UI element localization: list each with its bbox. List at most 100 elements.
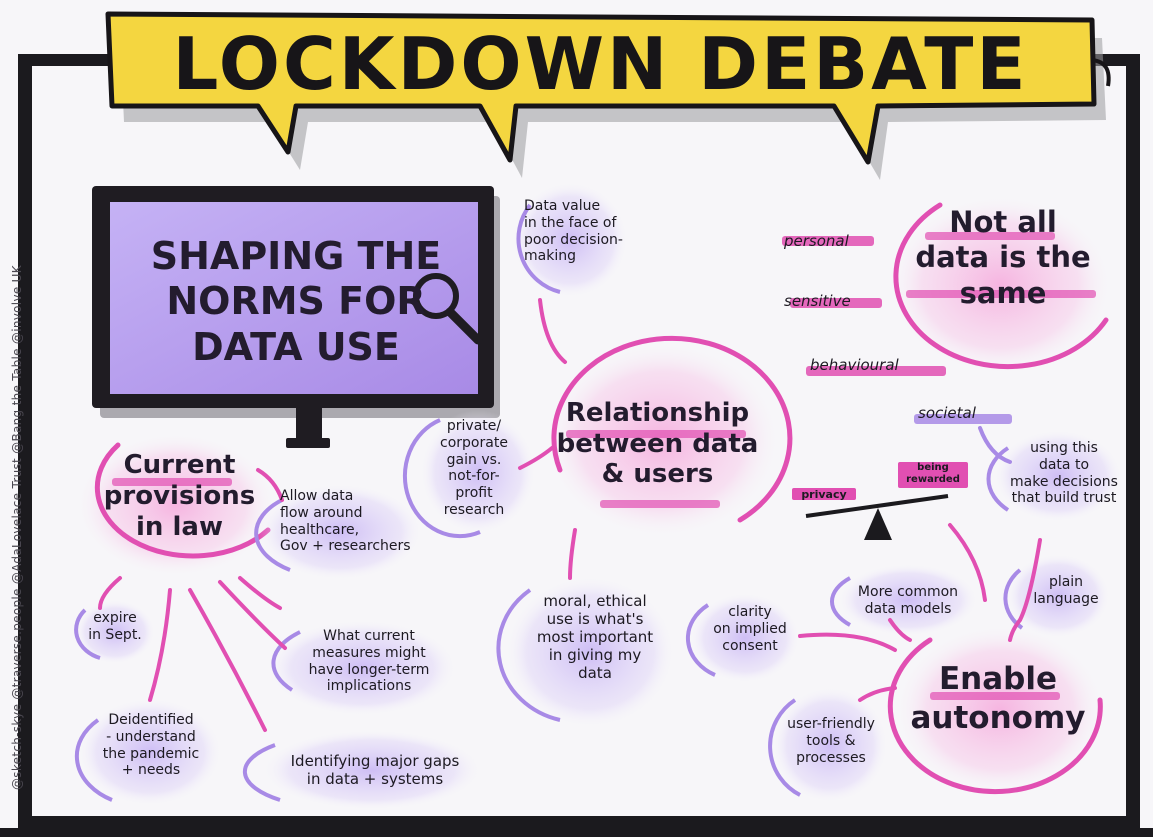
note-line: profit (455, 485, 493, 502)
note-major-gaps: Identifying major gaps in data + systems (270, 752, 480, 788)
note-line: in the face of (524, 214, 617, 231)
relationship-line: Relationship (565, 398, 750, 428)
note-line: on implied (713, 620, 787, 637)
screen-line: NORMS FOR (166, 279, 426, 324)
note-line: What current (323, 628, 415, 644)
note-line: processes (796, 749, 866, 766)
note-moral-ethical: moral, ethical use is what's most import… (530, 592, 660, 682)
note-private-vs-research: private/ corporate gain vs. not-for- pro… (426, 418, 522, 519)
enable-line: autonomy (910, 699, 1086, 736)
screen-line: DATA USE (192, 324, 400, 369)
note-line: + needs (121, 762, 181, 779)
not-all-data-line: same (959, 275, 1047, 310)
label-highlights (782, 236, 1012, 500)
relationship-circle (544, 335, 793, 538)
not-all-data-line: data is the (915, 240, 1091, 275)
note-data-value: Data value in the face of poor decision-… (524, 198, 624, 265)
label-sensitive: sensitive (784, 292, 851, 310)
note-line: user-friendly (787, 716, 875, 732)
note-line: research (443, 501, 505, 518)
not-all-data-line: Not all (949, 205, 1057, 239)
note-line: tools & (806, 732, 856, 749)
note-line: gain vs. (446, 451, 502, 468)
provisions-circle (76, 433, 276, 577)
label-societal: societal (918, 404, 976, 422)
note-line: Allow data (280, 488, 354, 504)
relationship-line: between data (556, 428, 759, 459)
note-line: measures might (312, 644, 426, 661)
note-line: have longer-term (308, 661, 430, 678)
magnifying-glass-icon (413, 273, 483, 345)
enable-line: Enable (938, 661, 1057, 697)
note-line: Gov + researchers (280, 538, 411, 555)
note-common-models: More common data models (848, 584, 968, 618)
note-deidentified: Deidentified - understand the pandemic +… (92, 712, 210, 779)
note-line: not-for- (448, 468, 500, 485)
note-clarity-consent: clarity on implied consent (702, 604, 798, 654)
note-line: make decisions (1010, 473, 1118, 490)
note-current-measures: What current measures might have longer-… (284, 628, 454, 695)
balance-scale-icon (805, 494, 949, 540)
note-line: moral, ethical (543, 592, 647, 610)
note-plain-language: plain language (1018, 574, 1114, 608)
balance-left-label: privacy (801, 488, 847, 501)
note-line: private/ (446, 418, 502, 434)
note-line: More common (857, 584, 959, 600)
note-line: poor decision- (524, 231, 623, 248)
note-line: the pandemic (102, 745, 200, 762)
note-line: in giving my (548, 646, 642, 664)
note-line: implications (326, 678, 412, 695)
screen-line: SHAPING THE (150, 233, 442, 278)
note-allow-data-flow: Allow data flow around healthcare, Gov +… (280, 488, 411, 555)
enable-autonomy-title: Enable autonomy (908, 660, 1088, 738)
provisions-line: Current (123, 450, 236, 480)
note-line: in Sept. (88, 626, 142, 643)
note-line: data models (864, 600, 952, 617)
purple-connector-lines (978, 426, 1012, 464)
provisions-title: Current provisions in law (92, 450, 267, 544)
note-line: consent (722, 637, 778, 654)
note-line: language (1033, 590, 1099, 607)
page-title: LOCKDOWN DEBATE (172, 22, 1029, 106)
provisions-line: provisions (103, 481, 256, 512)
note-line: making (524, 248, 576, 265)
note-user-friendly: user-friendly tools & processes (780, 716, 882, 766)
note-line: - understand (106, 728, 196, 745)
note-bubbles (74, 182, 1122, 810)
label-behavioural: behavioural (810, 356, 899, 374)
note-line: use is what's (546, 610, 644, 628)
note-expire: expire in Sept. (82, 610, 148, 644)
note-line: healthcare, (280, 521, 360, 538)
note-line: plain (1048, 574, 1084, 590)
note-line: expire (93, 610, 137, 626)
provisions-line: in law (136, 512, 223, 543)
monitor-drawing (92, 186, 500, 448)
note-line: in data + systems (306, 770, 444, 788)
note-using-data: using this data to make decisions that b… (1004, 440, 1124, 507)
table-edge (0, 828, 1153, 837)
connector-lines (98, 298, 1042, 732)
note-line: flow around (280, 504, 363, 521)
note-line: clarity (728, 604, 772, 620)
title-underlines (112, 232, 1096, 700)
note-line: using this (1030, 440, 1098, 456)
label-personal: personal (784, 232, 849, 250)
note-line: Deidentified (108, 712, 194, 728)
relationship-line: & users (601, 459, 714, 490)
note-line: corporate (440, 434, 508, 451)
balance-right-label: being rewarded (906, 462, 960, 485)
credits-text: @sketch-skye @traverse.people @AdaLovela… (10, 265, 24, 790)
enable-autonomy-circle (887, 625, 1105, 795)
note-line: Data value (524, 198, 601, 214)
note-line: that build trust (1011, 490, 1117, 507)
screen-title: SHAPING THE NORMS FOR DATA USE (118, 206, 474, 398)
note-line: Identifying major gaps (290, 752, 460, 770)
not-all-data-title: Not all data is the same (898, 205, 1108, 311)
note-line: data to (1038, 456, 1090, 473)
title-banner (105, 11, 1111, 180)
note-line: data (578, 664, 612, 682)
note-line: most important (536, 628, 654, 646)
relationship-title: Relationship between data & users (555, 398, 760, 490)
